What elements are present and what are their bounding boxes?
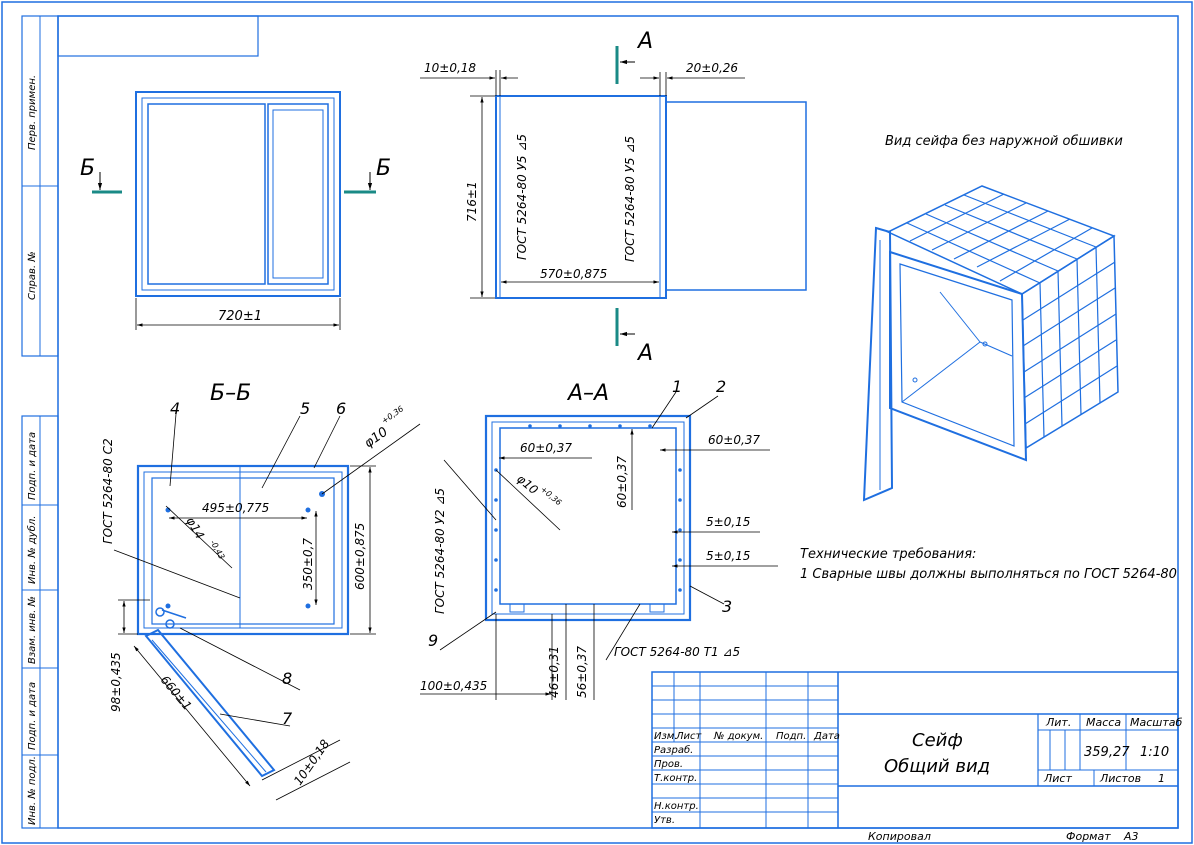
- stamp-sprav-no: Справ. №: [27, 251, 38, 300]
- side-view: А А 10±0,18 20±0,26 716±1 570±0,875 ГОСТ…: [420, 29, 807, 366]
- side-right-wall-dim: 20±0,26: [686, 61, 738, 75]
- title-block: Изм. Лист № докум. Подп. Дата Разраб. Пр…: [651, 671, 1182, 829]
- side-section-mark-bottom: А: [636, 341, 653, 366]
- footer-copied: Копировал: [868, 830, 931, 843]
- bb-callout-6: 6: [336, 399, 346, 418]
- side-weld-left: ГОСТ 5264-80 У5 ⊿5: [515, 134, 529, 260]
- bb-height-dim: 600±0,875: [353, 523, 367, 590]
- tb-scale-label: Масштаб: [1130, 716, 1182, 729]
- bb-vert-holes-dim: 350±0,7: [301, 538, 315, 590]
- side-stamp-labels: Перв. примен. Справ. № Подп. и дата Инв.…: [26, 75, 38, 825]
- tb-sheets-value: 1: [1158, 772, 1165, 785]
- aa-callout-9: 9: [428, 631, 438, 650]
- tech-requirements: Технические требования: 1 Сварные швы до…: [800, 547, 1177, 582]
- aa-dim-60-right: 60±0,37: [708, 433, 760, 447]
- aa-dim-60-horizontal: 60±0,37: [520, 441, 572, 455]
- iso-caption: Вид сейфа без наружной обшивки: [885, 134, 1123, 149]
- footer-format-label: Формат: [1066, 830, 1111, 843]
- bb-hole-small-tol: -0,43: [208, 539, 226, 561]
- aa-dim-5a: 5±0,15: [706, 515, 750, 529]
- tb-mass-label: Масса: [1086, 716, 1121, 729]
- bb-hole-main: φ10: [362, 425, 391, 452]
- stamp-vzam-inv: Взам. инв. №: [27, 596, 38, 664]
- bb-weld-note: ГОСТ 5264-80 С2: [101, 438, 115, 544]
- section-bb: Б–Б 4 5 6 8 7 ГОСТ 5264-80 С2 495±0,: [101, 381, 421, 801]
- bb-callout-4: 4: [170, 399, 180, 418]
- tb-col-izm: Изм.: [654, 731, 678, 742]
- tb-scale-value: 1:10: [1140, 745, 1169, 760]
- aa-dim-5b: 5±0,15: [706, 549, 750, 563]
- footer: Копировал Формат А3: [868, 830, 1139, 843]
- side-left-wall-dim: 10±0,18: [424, 61, 476, 75]
- bb-hinge-dim: 98±0,435: [109, 652, 123, 712]
- aa-weld-left: ГОСТ 5264-80 У2 ⊿5: [433, 488, 447, 614]
- tb-mass-value: 359,27: [1084, 745, 1130, 760]
- aa-callout-1: 1: [672, 377, 682, 396]
- bb-door-dim: 660±1: [158, 673, 195, 713]
- section-bb-title: Б–Б: [210, 381, 251, 406]
- tb-col-dokum: № докум.: [713, 731, 763, 742]
- front-width-dim: 720±1: [218, 309, 262, 324]
- stamp-podp-data-1: Подп. и дата: [27, 432, 38, 500]
- aa-weld-bottom: ГОСТ 5264-80 Т1 ⊿5: [614, 645, 740, 659]
- aa-dim-60-vertical: 60±0,37: [615, 456, 629, 508]
- stamp-podp-data-2: Подп. и дата: [27, 682, 38, 750]
- aa-dim-46: 46±0,31: [547, 646, 561, 698]
- bb-hole-pitch-dim: 495±0,775: [202, 501, 269, 515]
- footer-format-value: А3: [1123, 830, 1139, 843]
- bb-hole-main-tol: +0,36: [380, 404, 405, 425]
- tb-name-line2: Общий вид: [884, 756, 990, 777]
- tb-sheets-label: Листов: [1099, 772, 1141, 785]
- stamp-inv-podl: Инв. № подл.: [27, 756, 38, 825]
- aa-callout-2: 2: [716, 377, 726, 396]
- tb-row-tkontr: Т.контр.: [654, 773, 697, 784]
- aa-hole: φ10: [514, 472, 541, 498]
- tb-lit-label: Лит.: [1045, 716, 1071, 729]
- bb-hole-small: φ14: [183, 515, 207, 542]
- tb-row-prov: Пров.: [654, 759, 683, 770]
- tb-col-data: Дата: [813, 731, 840, 742]
- stamp-perv-primen: Перв. примен.: [27, 75, 38, 150]
- bb-callout-8: 8: [282, 669, 292, 688]
- section-aa-title: А–А: [566, 381, 609, 406]
- side-weld-right: ГОСТ 5264-80 У5 ⊿5: [623, 136, 637, 262]
- tb-sheet-label: Лист: [1043, 772, 1072, 785]
- side-section-mark-top: А: [636, 29, 653, 54]
- tb-row-nkontr: Н.контр.: [654, 801, 699, 812]
- front-section-mark-left: Б: [80, 156, 95, 181]
- requirements-item-1: 1 Сварные швы должны выполняться по ГОСТ…: [800, 567, 1177, 582]
- aa-dim-100: 100±0,435: [420, 679, 487, 693]
- tb-row-razrab: Разраб.: [654, 744, 693, 756]
- bb-callout-7: 7: [282, 709, 293, 728]
- aa-dim-56: 56±0,37: [575, 646, 589, 698]
- section-aa: А–А 1 2 3 9 60±0,37 60±0,37 60±0,37 φ10 …: [420, 377, 778, 700]
- front-view: Б Б 720±1: [80, 91, 391, 330]
- tb-col-podp: Подп.: [776, 731, 806, 742]
- tb-col-list: Лист: [675, 731, 703, 742]
- iso-view: Вид сейфа без наружной обшивки: [862, 134, 1123, 502]
- tb-name-line1: Сейф: [912, 730, 963, 751]
- tb-row-utv: Утв.: [654, 815, 675, 826]
- side-depth-dim: 570±0,875: [540, 267, 607, 281]
- requirements-heading: Технические требования:: [800, 547, 976, 562]
- stamp-inv-dubl: Инв. № дубл.: [26, 516, 38, 584]
- bb-callout-5: 5: [300, 399, 310, 418]
- aa-hole-tol: +0,36: [539, 485, 564, 508]
- front-section-mark-right: Б: [376, 156, 391, 181]
- side-height-dim: 716±1: [465, 181, 479, 222]
- aa-callout-3: 3: [722, 597, 732, 616]
